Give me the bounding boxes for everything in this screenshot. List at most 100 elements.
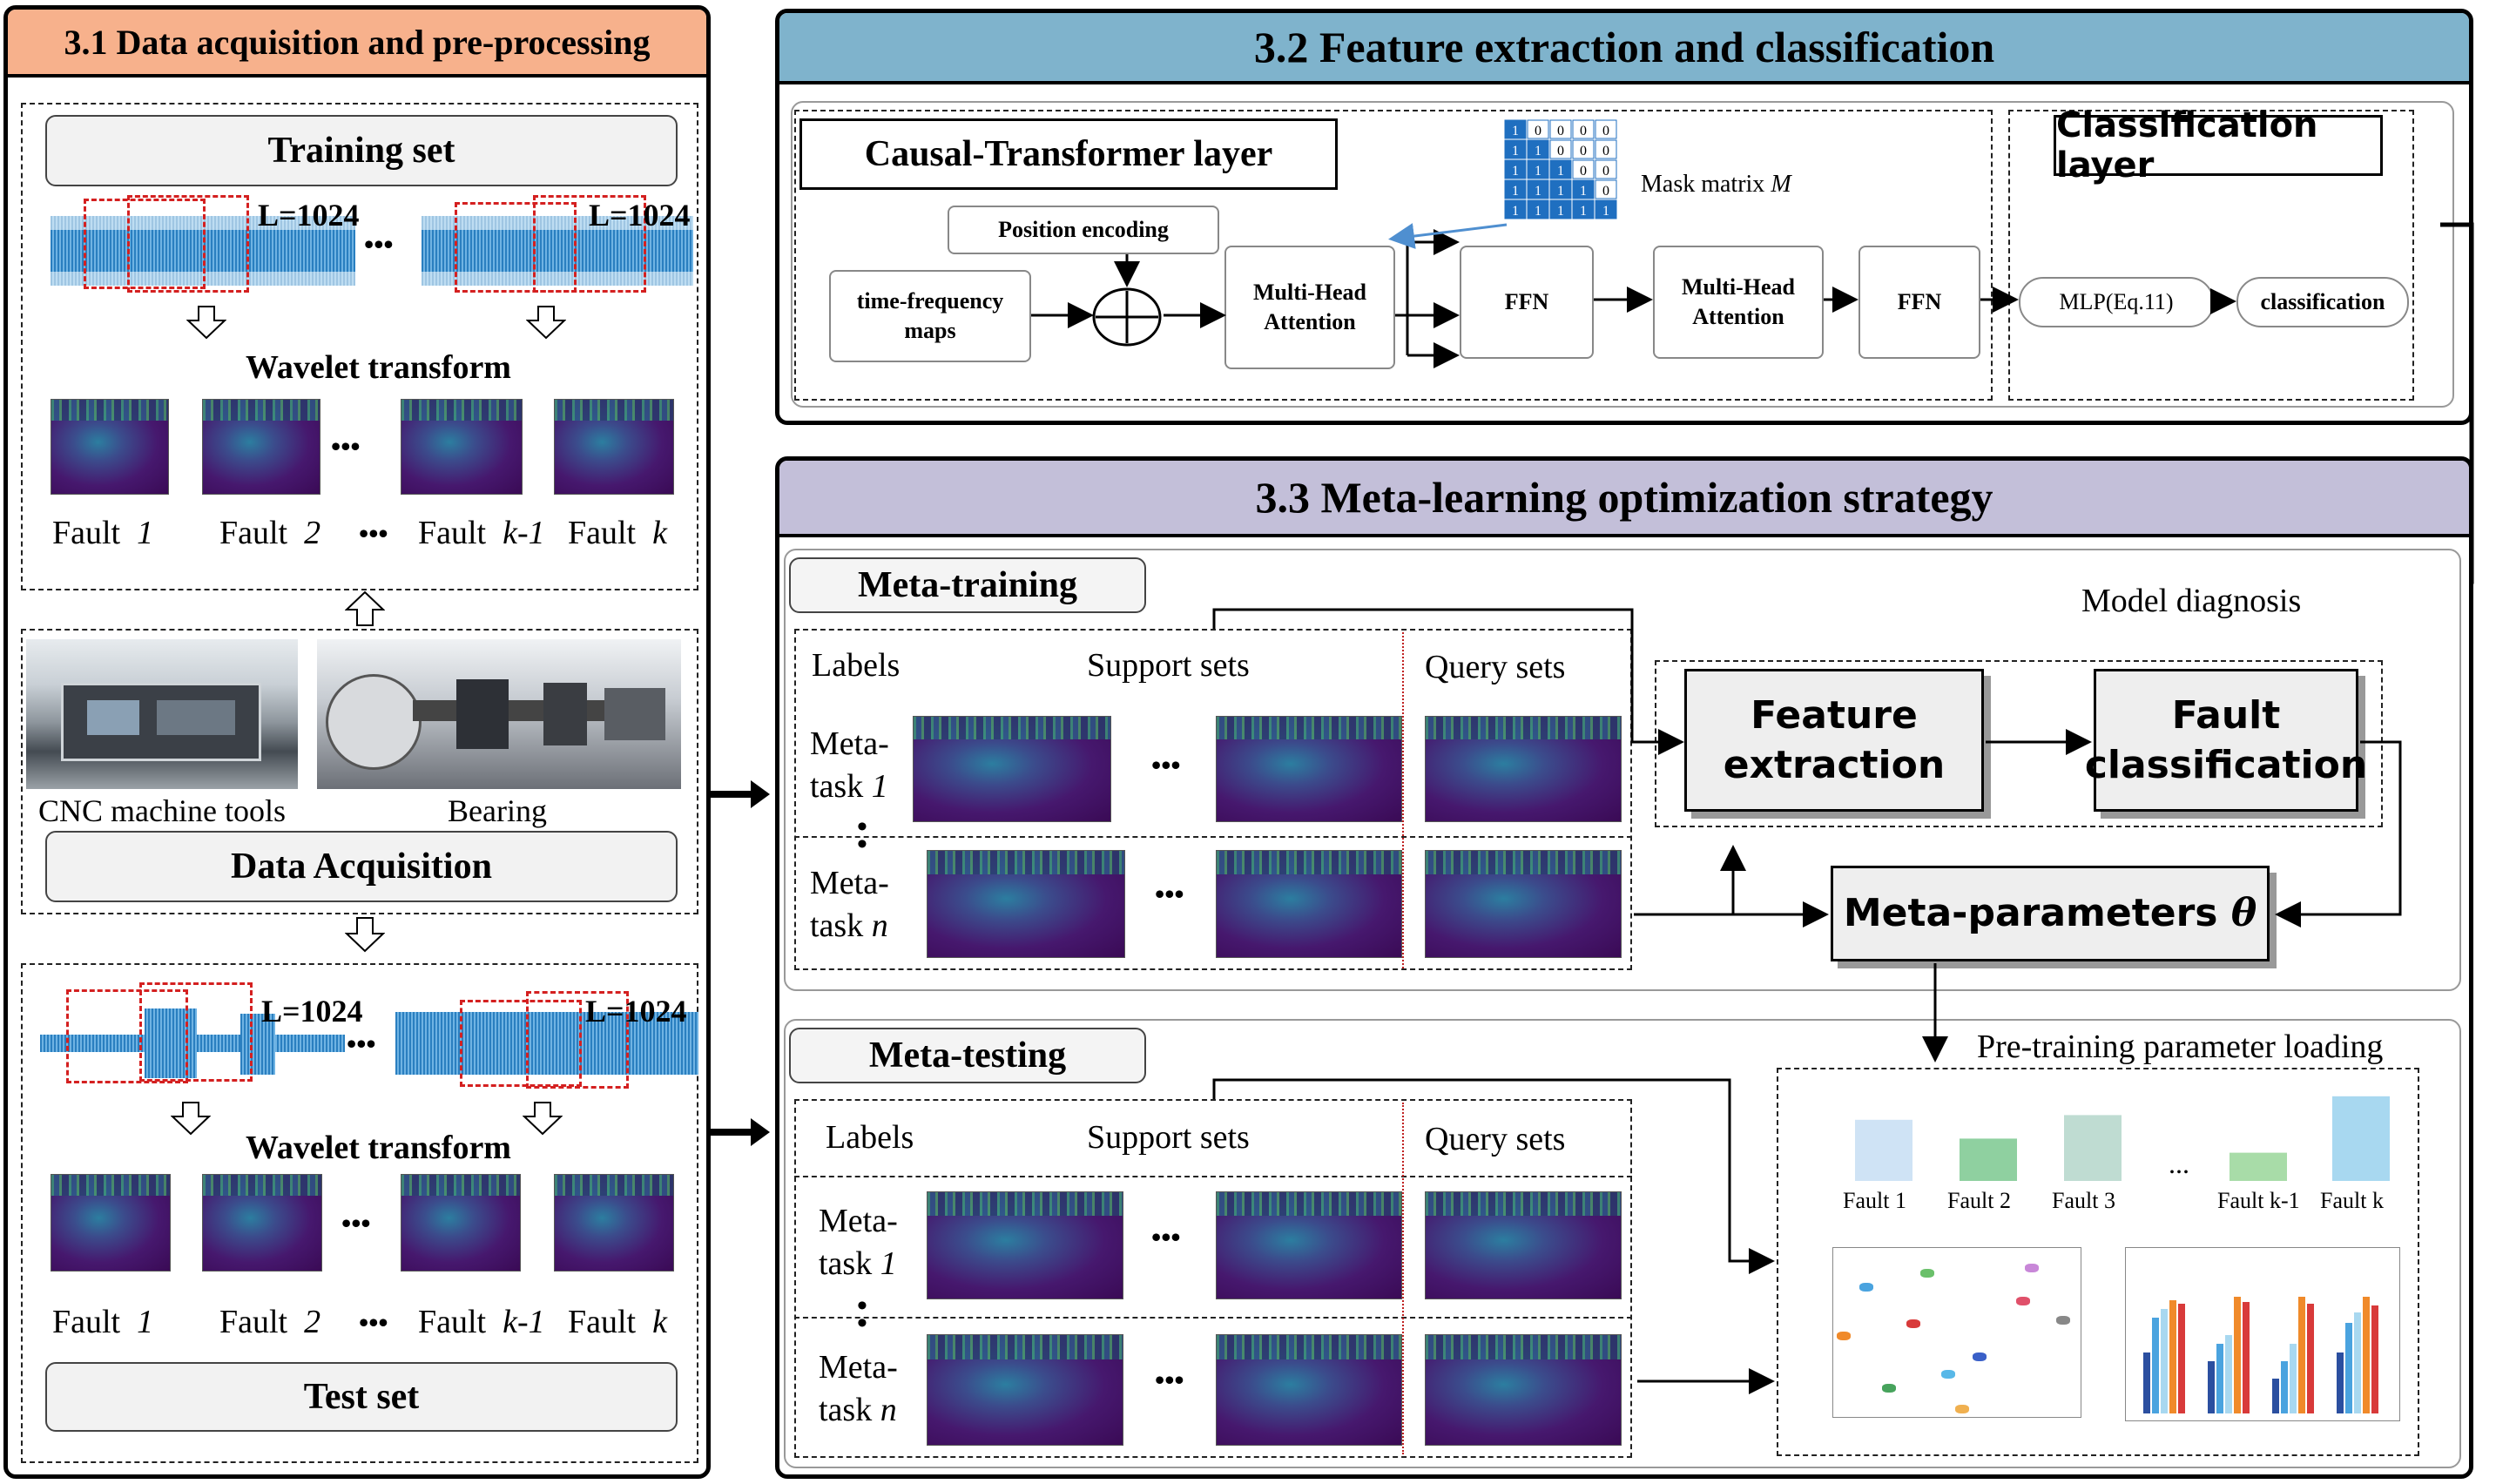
train-scalogram-2	[202, 399, 320, 495]
result-bar	[2332, 1096, 2390, 1181]
mask-cell	[1549, 179, 1572, 199]
training-region	[21, 103, 698, 590]
mask-cell	[1504, 159, 1527, 179]
cnc-caption: CNC machine tools	[38, 793, 286, 828]
train-fault-label-k-1: Fault k-1	[418, 515, 545, 551]
multi-head-attention-box-1: Multi-Head Attention	[1224, 246, 1395, 369]
train-fault-label-2: Fault 2	[219, 515, 321, 551]
mask-cell	[1549, 119, 1572, 139]
panel-33-header: 3.3 Meta-learning optimization strategy	[779, 461, 2469, 537]
test-window-1a	[66, 989, 188, 1083]
meta-training-task-1-label: Meta-task 1	[810, 725, 889, 806]
test-signal-1	[40, 1002, 345, 1085]
mask-cell	[1549, 139, 1572, 159]
classification-box: classification	[2236, 277, 2409, 327]
mask-cell-value: 1	[1535, 144, 1541, 159]
feature-extraction-box: Feature extraction	[1684, 669, 1984, 812]
mask-cell-value: 0	[1602, 144, 1609, 159]
causal-transformer-region	[794, 110, 1993, 401]
mt-support-task1-a	[913, 716, 1111, 822]
meta-training-query-header: Query sets	[1425, 649, 1566, 685]
meta-training-row-divider	[794, 836, 1632, 838]
mask-cell	[1572, 139, 1595, 159]
accuracy-bar-chart	[2125, 1247, 2400, 1421]
test-scalogram-2	[202, 1174, 322, 1272]
test-fault-label-1: Fault 1	[52, 1304, 154, 1340]
meta-testing-vertical-dots: ••	[857, 1290, 867, 1340]
fault-result-bars	[1855, 1096, 2390, 1181]
test-window-1b	[139, 982, 253, 1082]
panel-31-title: 3.1 Data acquisition and pre-processing	[64, 22, 651, 62]
result-fault-label: Fault k-1	[2217, 1188, 2300, 1213]
test-scalogram-ellipsis: •••	[341, 1207, 371, 1238]
mask-cell	[1527, 159, 1549, 179]
mask-cell-value: 0	[1602, 124, 1609, 138]
panel-32-title: 3.2 Feature extraction and classificatio…	[1253, 23, 1995, 71]
result-bar	[1960, 1138, 2017, 1181]
mask-matrix-label: Mask matrix M	[1641, 171, 1791, 198]
mask-cell-value: 1	[1535, 164, 1541, 179]
mask-cell	[1595, 199, 1617, 219]
mask-cell-value: 1	[1580, 184, 1587, 199]
mask-cell-value: 1	[1512, 184, 1519, 199]
test-fault-label-k: Fault k	[568, 1304, 667, 1340]
mask-cell	[1595, 119, 1617, 139]
arrow-to-meta-training-icon	[707, 780, 770, 808]
meta-testing-table	[794, 1099, 1632, 1458]
mask-cell-value: 0	[1602, 184, 1609, 199]
meta-training-task-n-label: Meta-task n	[810, 865, 889, 945]
mask-cell	[1504, 199, 1527, 219]
train-fault-ellipsis: •••	[359, 517, 388, 549]
mt-support-taskn-b	[1216, 850, 1402, 958]
train-window-1b	[127, 195, 249, 293]
train-scalogram-k	[554, 399, 674, 495]
mt-support-task1-b	[1216, 716, 1402, 822]
fault-classification-box: Fault classification	[2085, 669, 2367, 812]
mask-cell	[1527, 199, 1549, 219]
train-fault-label-1: Fault 1	[52, 515, 154, 551]
mask-cell	[1572, 179, 1595, 199]
meta-training-label: Meta-training	[789, 557, 1146, 613]
wavelet-transform-label-2: Wavelet transform	[246, 1130, 511, 1166]
meta-testing-region	[784, 1019, 2461, 1468]
mask-cell-value: 1	[1512, 204, 1519, 219]
mask-cell-value: 1	[1512, 144, 1519, 159]
mask-cell	[1549, 199, 1572, 219]
test-window-label-2: L=1024	[585, 994, 687, 1029]
classification-layer-label: Classification layer	[2054, 105, 2383, 186]
mt-task1-ellipsis: •••	[1151, 749, 1181, 780]
mask-cell	[1595, 179, 1617, 199]
mask-cell-value: 1	[1535, 204, 1541, 219]
meta-testing-task-n-label: Meta-task n	[819, 1349, 898, 1429]
time-frequency-maps-box: time-frequency maps	[829, 270, 1031, 362]
test-window-2b	[526, 991, 629, 1089]
pretraining-loading-label: Pre-training parameter loading	[1977, 1029, 2384, 1065]
panel-32-header: 3.2 Feature extraction and classificatio…	[779, 13, 2469, 84]
arrow-to-meta-testing-icon	[707, 1118, 770, 1146]
test-fault-label-k-1: Fault k-1	[418, 1304, 545, 1340]
train-window-2b	[533, 195, 646, 293]
test-fault-label-2: Fault 2	[219, 1304, 321, 1340]
meta-testing-query-divider	[1402, 1103, 1404, 1454]
test-signal-2	[395, 1002, 698, 1085]
test-signal-ellipsis: •••	[347, 1028, 376, 1059]
test-window-label-1: L=1024	[261, 994, 363, 1029]
train-scalogram-ellipsis: •••	[331, 430, 361, 462]
mask-cell	[1572, 119, 1595, 139]
mask-cell-value: 1	[1512, 164, 1519, 179]
meta-testing-support-header: Support sets	[1087, 1119, 1250, 1156]
causal-transformer-label: Causal-Transformer layer	[799, 118, 1338, 190]
position-encoding-box: Position encoding	[948, 206, 1219, 254]
result-fault-label: Fault 2	[1947, 1188, 2011, 1213]
result-bar	[2230, 1152, 2287, 1181]
mask-cell	[1527, 119, 1549, 139]
mask-cell-value: 1	[1557, 204, 1564, 219]
test-scalogram-k	[554, 1174, 674, 1272]
meta-testing-query-header: Query sets	[1425, 1121, 1566, 1157]
result-bar	[1855, 1119, 1912, 1181]
meta-testing-header-divider	[794, 1176, 1632, 1177]
test-scalogram-k-1	[401, 1174, 521, 1272]
result-fault-label: Fault 1	[1843, 1188, 1906, 1213]
